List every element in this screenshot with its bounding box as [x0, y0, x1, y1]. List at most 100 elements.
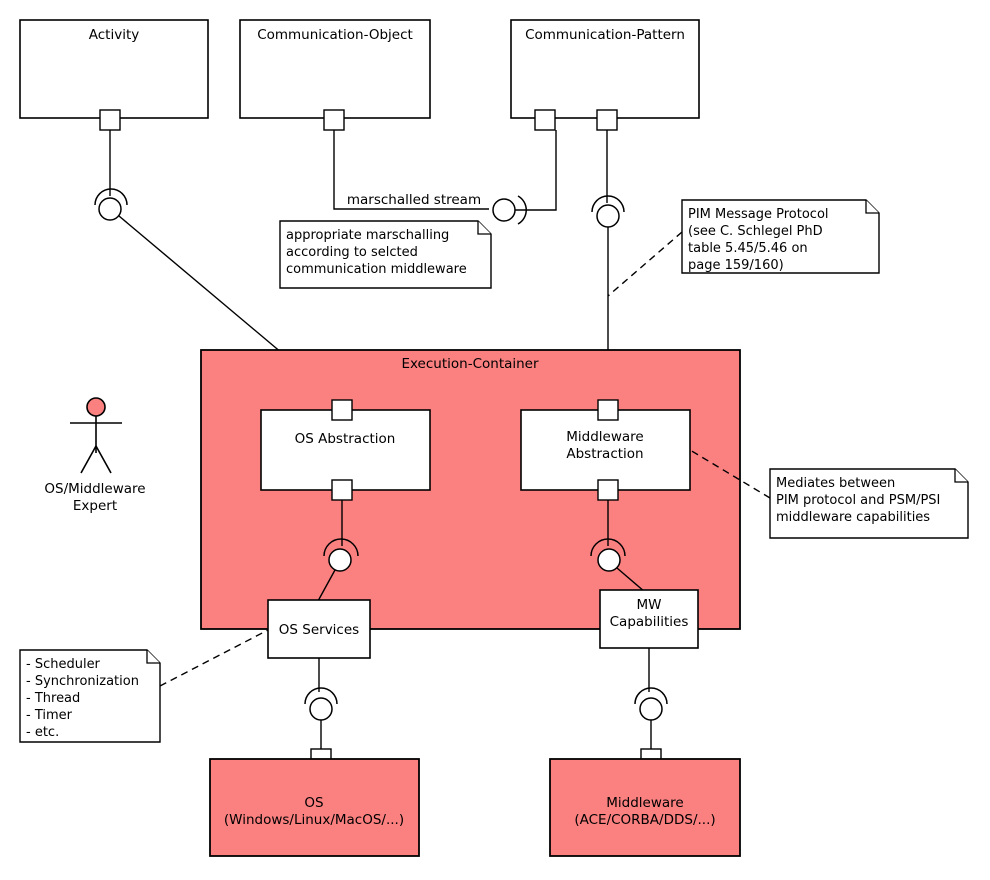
mw-capabilities-ball — [597, 548, 621, 572]
middleware-abstraction-label-line2: Abstraction — [566, 446, 643, 462]
communication-pattern-port-left[interactable] — [534, 109, 556, 131]
note-mediates-line-3: middleware capabilities — [776, 510, 930, 525]
note-marschalling-line-3: communication middleware — [286, 262, 467, 277]
os-abstraction-port-top[interactable] — [331, 399, 353, 421]
activity-box[interactable] — [19, 19, 209, 119]
component-communication-pattern[interactable]: Communication-Pattern — [510, 19, 700, 131]
component-mw-capabilities[interactable]: MW Capabilities — [599, 589, 699, 649]
component-middleware[interactable]: Middleware (ACE/CORBA/DDS/...) — [549, 758, 741, 857]
note-os-details-line-2: - Synchronization — [26, 674, 139, 689]
activity-port-bottom[interactable] — [99, 109, 121, 131]
note-mediates-fold — [954, 469, 968, 483]
pattern-ball — [596, 204, 620, 228]
note-os-details-body — [19, 649, 161, 743]
communication-object-connector-line — [333, 130, 489, 210]
component-communication-object[interactable]: Communication-Object — [239, 19, 431, 131]
note-pim-body — [681, 199, 880, 274]
middleware-abstraction-port-top[interactable] — [597, 399, 619, 421]
note-os-details-fold — [146, 650, 160, 664]
communication-object-port-bottom[interactable] — [323, 109, 345, 131]
connector-middleware-abstraction-to-mw-capabilities — [590, 500, 646, 593]
note-os-details-line-1: - Scheduler — [26, 657, 101, 672]
communication-pattern-label: Communication-Pattern — [525, 27, 685, 43]
os-abstraction-box[interactable] — [260, 409, 431, 491]
note-os-details-line-4: - Timer — [26, 708, 73, 723]
component-os-services[interactable]: OS Services — [267, 599, 371, 659]
middleware-ball — [639, 697, 663, 721]
note-pim-line-4: page 159/160) — [688, 258, 784, 273]
note-mediates-body — [769, 468, 969, 539]
component-middleware-abstraction[interactable]: Middleware Abstraction — [520, 399, 691, 501]
note-marschalling-line-2: according to selcted — [286, 245, 418, 260]
mw-capabilities-socket-arc — [590, 538, 626, 557]
note-mediates-line-2: PIM protocol and PSM/PSI — [776, 493, 940, 508]
note-pim-line-1: PIM Message Protocol — [688, 207, 829, 222]
middleware-socket-arc — [634, 687, 668, 705]
connector-os-services-to-os — [304, 658, 338, 770]
note-marschalling-line-1: appropriate marschalling — [286, 228, 449, 243]
os-services-socket-arc — [323, 538, 359, 557]
component-os[interactable]: OS (Windows/Linux/MacOS/...) — [209, 758, 420, 857]
middleware-abstraction-box[interactable] — [520, 409, 691, 491]
actor-label-line2: Expert — [73, 498, 117, 514]
pattern-socket-arc — [591, 195, 625, 213]
mw-capabilities-box[interactable] — [599, 589, 699, 649]
note-pim-fold — [865, 200, 879, 214]
note-pim-line-2: (see C. Schlegel PhD — [688, 224, 823, 239]
mw-capabilities-label-line1: MW — [637, 597, 662, 613]
note-os-details-line-5: - etc. — [26, 725, 59, 740]
note-pim-line-3: table 5.45/5.46 on — [688, 241, 808, 256]
connector-pattern-to-middleware-abstraction — [591, 130, 625, 401]
component-activity[interactable]: Activity — [19, 19, 209, 131]
actor-label-line1: OS/Middleware — [44, 481, 145, 497]
activity-socket-arc — [94, 188, 128, 206]
os-services-connect-line — [317, 569, 336, 602]
note-marschalling: appropriate marschalling according to se… — [279, 220, 492, 289]
actor-leg-right-line — [95, 445, 112, 474]
actor-head-icon — [86, 397, 106, 417]
note-os-services-details: - Scheduler - Synchronization - Thread -… — [19, 629, 269, 743]
actor-os-middleware-expert[interactable]: OS/Middleware Expert — [44, 397, 146, 514]
os-label-line2: (Windows/Linux/MacOS/...) — [224, 812, 404, 828]
execution-container-label: Execution-Container — [401, 356, 539, 372]
communication-pattern-box[interactable] — [510, 19, 700, 119]
mw-capabilities-connect-line — [616, 567, 646, 593]
marschalled-stream-label: marschalled stream — [347, 192, 481, 208]
communication-pattern-port-right[interactable] — [596, 109, 618, 131]
os-abstraction-label: OS Abstraction — [295, 431, 396, 447]
connector-mw-capabilities-to-middleware — [634, 648, 668, 770]
mw-capabilities-label-line2: Capabilities — [610, 614, 689, 630]
actor-leg-left-line — [80, 445, 97, 474]
os-services-ball — [328, 548, 352, 572]
os-services-box[interactable] — [267, 599, 371, 659]
note-marschalling-body — [279, 220, 492, 289]
middleware-abstraction-label-line1: Middleware — [566, 429, 643, 445]
os-box[interactable] — [209, 758, 420, 857]
middleware-label-line2: (ACE/CORBA/DDS/...) — [574, 812, 715, 828]
note-pim-anchor-line — [607, 231, 683, 297]
communication-object-label: Communication-Object — [257, 27, 413, 43]
middleware-abstraction-port-bottom[interactable] — [597, 479, 619, 501]
connector-os-abstraction-to-os-services — [317, 500, 359, 602]
note-mediates-line-1: Mediates between — [776, 476, 895, 491]
component-os-abstraction[interactable]: OS Abstraction — [260, 399, 431, 501]
os-label-line1: OS — [304, 795, 323, 811]
marschalled-stream-to-pattern-line — [515, 130, 557, 211]
communication-object-box[interactable] — [239, 19, 431, 119]
note-mediates: Mediates between PIM protocol and PSM/PS… — [689, 449, 969, 539]
connector-marschalled-stream: marschalled stream — [333, 130, 557, 225]
marschalled-stream-ball — [492, 198, 516, 222]
middleware-label-line1: Middleware — [606, 795, 683, 811]
os-abstraction-port-bottom[interactable] — [331, 479, 353, 501]
os-ball — [309, 697, 333, 721]
os-services-label: OS Services — [279, 622, 359, 638]
note-os-details-line-3: - Thread — [26, 691, 80, 706]
activity-label: Activity — [89, 27, 140, 43]
note-marschalling-fold — [477, 221, 491, 235]
middleware-box[interactable] — [549, 758, 741, 857]
note-os-details-anchor-line — [159, 629, 269, 687]
activity-ball — [98, 197, 122, 221]
note-pim-message-protocol: PIM Message Protocol (see C. Schlegel Ph… — [607, 199, 880, 297]
